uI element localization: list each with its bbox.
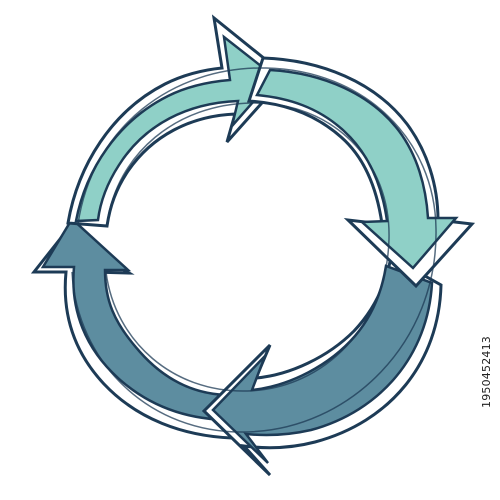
watermark-text: 1950452413 (480, 336, 493, 408)
outer-ring-line (71, 67, 437, 433)
light-arrow-right (255, 68, 459, 270)
inner-ring-line (105, 102, 390, 392)
